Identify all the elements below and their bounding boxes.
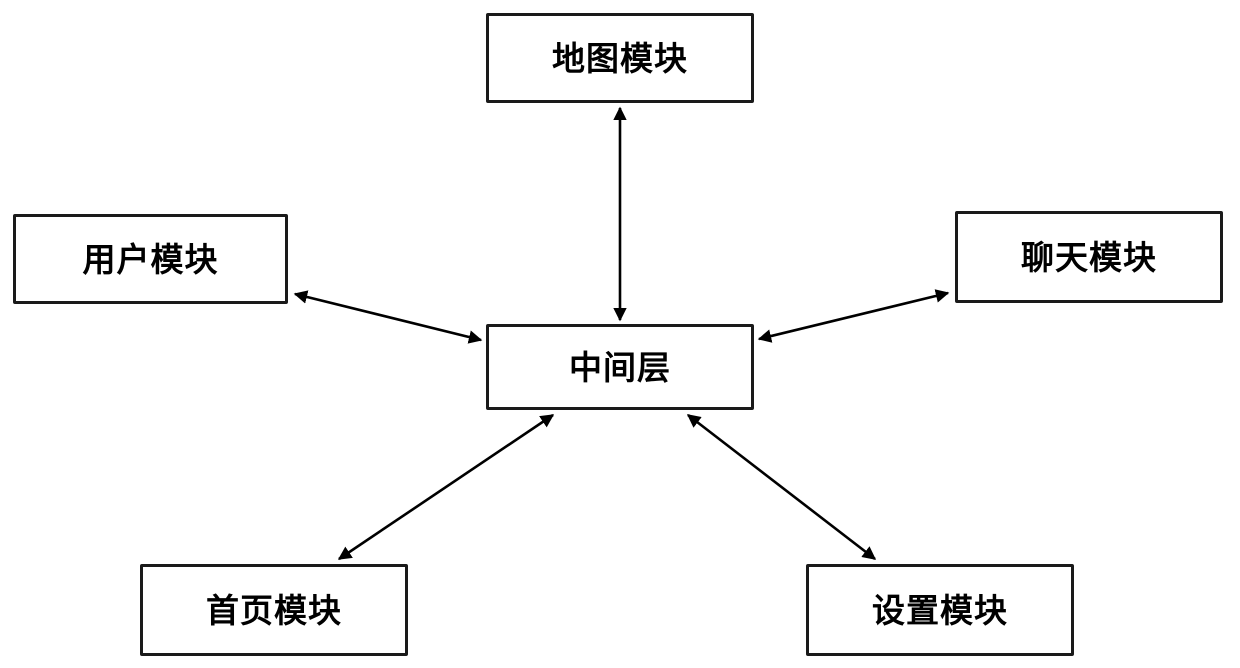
edge-middle-home [337, 413, 555, 561]
node-middle-layer[interactable]: 中间层 [486, 324, 754, 410]
node-map-module-label: 地图模块 [552, 38, 688, 78]
node-user-module[interactable]: 用户模块 [13, 214, 288, 304]
edge-middle-chat [757, 289, 950, 343]
node-chat-module[interactable]: 聊天模块 [955, 211, 1223, 303]
edge-middle-setting [686, 413, 877, 561]
node-map-module[interactable]: 地图模块 [486, 13, 754, 103]
node-chat-module-label: 聊天模块 [1021, 237, 1157, 277]
node-home-module-label: 首页模块 [206, 590, 342, 630]
node-middle-layer-label: 中间层 [569, 347, 671, 387]
edge-middle-user [293, 290, 483, 344]
node-home-module[interactable]: 首页模块 [140, 564, 408, 656]
node-user-module-label: 用户模块 [82, 239, 219, 279]
node-settings-module[interactable]: 设置模块 [806, 564, 1074, 656]
node-settings-module-label: 设置模块 [872, 590, 1008, 630]
